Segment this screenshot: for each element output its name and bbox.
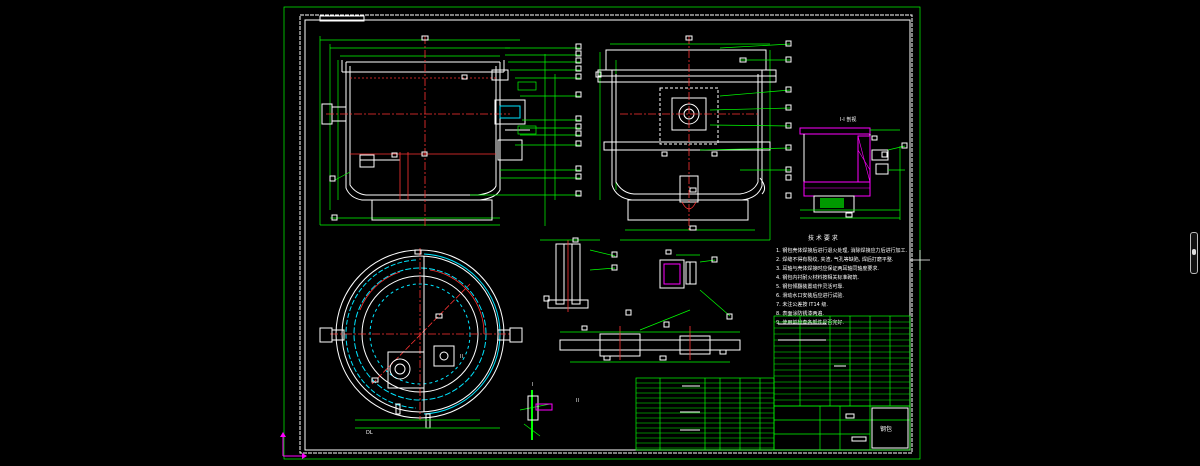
title-block-name: 钢包 (880, 425, 892, 433)
plan-mark-ij: II (460, 354, 463, 360)
ucs-icon (280, 432, 307, 459)
plan-view: DL II (319, 248, 523, 436)
scrollbar-thumb[interactable] (1192, 249, 1196, 255)
side-view (595, 35, 792, 241)
lower-parts-table (635, 377, 775, 451)
note-line: 4. 钢包内衬耐火材料按相关标准砌筑. (776, 274, 859, 281)
front-view (319, 35, 582, 228)
note-line: 3. 耳轴与壳体焊接时应保证两耳轴同轴度要求. (776, 265, 879, 272)
detail-label-b: II (576, 398, 579, 404)
drawing-frame (304, 19, 911, 451)
section-view-label: I-I 剖视 (840, 116, 856, 123)
note-line: 8. 表面涂防锈漆两遍. (776, 310, 824, 317)
detail-parts: I II (519, 237, 741, 440)
crosshair-cursor (910, 250, 930, 270)
technical-notes: 技 术 要 求 1. 钢包壳体焊接后进行退火处理, 消除焊接应力后进行加工. 2… (776, 234, 908, 326)
plan-mark-dl: DL (366, 430, 373, 436)
parts-list-table (773, 315, 911, 407)
detail-label-a: I (532, 382, 533, 388)
outer-border (283, 6, 921, 460)
vertical-scrollbar[interactable] (1190, 232, 1198, 274)
inner-border (299, 14, 913, 454)
note-line: 5. 钢包倾翻装置动作灵活可靠. (776, 283, 844, 290)
title-block: 钢包 (773, 405, 911, 451)
note-line: 1. 钢包壳体焊接后进行退火处理, 消除焊接应力后进行加工. (776, 247, 908, 254)
note-line: 7. 未注公差按 IT14 级. (776, 301, 828, 308)
note-line: 2. 焊缝不得有裂纹, 夹渣, 气孔等缺陷, 焊后打磨平整. (776, 256, 894, 263)
section-view: I-I 剖视 (785, 116, 908, 220)
note-line: 9. 使用前检查各部件是否完好. (776, 319, 844, 326)
note-line: 6. 滑动水口安装后应进行试验. (776, 292, 844, 299)
frame-tag (319, 15, 365, 22)
notes-title: 技 术 要 求 (808, 234, 838, 242)
